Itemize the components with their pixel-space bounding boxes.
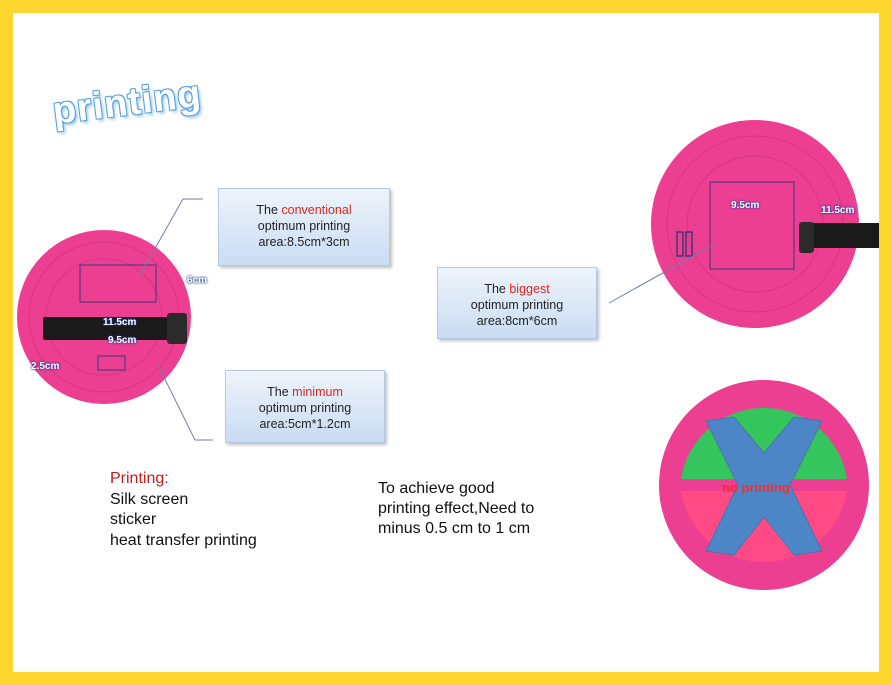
left-small-print-rect — [97, 355, 126, 371]
box-prefix: The — [256, 203, 278, 217]
printing-methods: Printing: Silk screen sticker heat trans… — [110, 469, 257, 551]
left-tag-illustration — [17, 198, 213, 441]
left-strap — [43, 317, 181, 340]
advice-line: minus 0.5 cm to 1 cm — [378, 520, 531, 537]
no-printing-cross-icon — [705, 416, 823, 556]
dim-label-left-inner-width: 9.5cm — [108, 335, 137, 346]
advice-line: To achieve good — [378, 480, 495, 497]
box-line: optimum printing — [258, 401, 352, 415]
box-prefix: The — [267, 385, 289, 399]
dim-label-right-height: 11.5cm — [821, 205, 855, 216]
box-highlight: conventional — [281, 203, 352, 217]
no-printing-label: no printing — [722, 480, 790, 495]
left-buckle — [167, 313, 187, 344]
box-line: optimum printing — [470, 298, 564, 312]
box-highlight: minimum — [292, 385, 343, 399]
box-highlight: biggest — [509, 282, 550, 296]
dim-label-left-strap-width: 11.5cm — [103, 317, 137, 328]
box-prefix: The — [484, 282, 506, 296]
method-item: Silk screen — [110, 490, 189, 508]
left-print-area-rect — [79, 264, 157, 303]
right-strap — [806, 223, 879, 248]
method-item: sticker — [110, 511, 157, 528]
right-tag-disc — [651, 120, 859, 328]
conventional-area-box: The conventional optimum printing area:8… — [218, 188, 390, 266]
methods-heading: Printing: — [110, 470, 169, 487]
box-area-value: area:5cm*1.2cm — [259, 417, 351, 431]
method-item: heat transfer printing — [110, 531, 257, 549]
right-tag-illustration — [608, 120, 879, 328]
right-slot — [685, 231, 693, 257]
advice-line: printing effect,Need to — [378, 500, 535, 517]
right-buckle — [799, 222, 814, 253]
leader-line — [157, 364, 196, 441]
leader-line — [139, 198, 184, 276]
no-printing-illustration — [659, 380, 869, 590]
biggest-area-box: The biggest optimum printing area:8cm*6c… — [437, 267, 597, 339]
right-print-area-rect — [709, 181, 795, 270]
printing-advice: To achieve good printing effect,Need to … — [378, 479, 578, 539]
right-slot — [676, 231, 684, 257]
box-line: optimum printing — [257, 219, 351, 233]
dim-label-left-small: 2.5cm — [31, 361, 60, 372]
leader-line — [608, 244, 714, 304]
box-area-value: area:8.5cm*3cm — [258, 235, 350, 249]
illustration-layer — [17, 120, 879, 590]
dim-label-right-width: 9.5cm — [731, 200, 760, 211]
box-area-value: area:8cm*6cm — [476, 314, 558, 328]
canvas: printing The conventional optimum printi… — [13, 13, 879, 672]
dim-label-left-height: 6cm — [187, 275, 208, 286]
minimum-area-box: The minimum optimum printing area:5cm*1.… — [225, 370, 385, 443]
